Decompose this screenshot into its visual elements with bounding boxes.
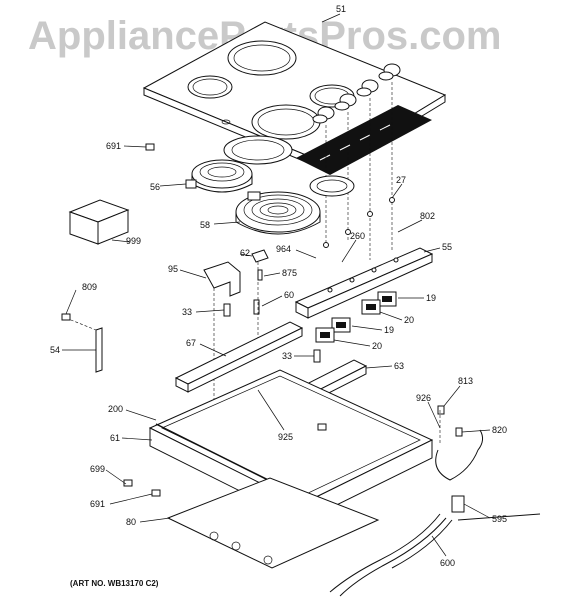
callout-260: 260: [350, 231, 365, 241]
callout-200: 200: [108, 404, 123, 414]
callout-51: 51: [336, 4, 346, 14]
control-panel-strip: [296, 105, 432, 175]
control-knobs: [312, 63, 401, 124]
cooktop-glass-top: [142, 21, 447, 173]
callout-813: 813: [458, 376, 473, 386]
callout-54: 54: [50, 345, 60, 355]
callout-691-bottom: 691: [90, 499, 105, 509]
callout-56: 56: [150, 182, 160, 192]
callout-20-lower: 20: [372, 341, 382, 351]
burner-element-small: [185, 159, 253, 193]
callout-27: 27: [396, 175, 406, 185]
callout-62: 62: [240, 248, 250, 258]
callout-999: 999: [126, 236, 141, 246]
callout-labels: 51 691 56 27 999 58 802 964 260 55 62 95…: [50, 4, 507, 568]
callout-600: 600: [440, 558, 455, 568]
callout-19-lower: 19: [384, 325, 394, 335]
callout-80: 80: [126, 517, 136, 527]
callout-691-top: 691: [106, 141, 121, 151]
callout-20-upper: 20: [404, 315, 414, 325]
callout-699: 699: [90, 464, 105, 474]
callout-95: 95: [168, 264, 178, 274]
callout-964: 964: [276, 244, 291, 254]
mounting-bracket: [203, 249, 269, 440]
control-bracket: [294, 247, 434, 319]
callout-809: 809: [82, 282, 97, 292]
bottom-panel: [166, 477, 380, 569]
callout-60: 60: [284, 290, 294, 300]
callout-61: 61: [110, 433, 120, 443]
side-bracket: [61, 313, 103, 373]
burner-element-large: [235, 191, 321, 235]
callout-33-lower: 33: [282, 351, 292, 361]
callout-63: 63: [394, 361, 404, 371]
knob-shaft-guides: [323, 82, 395, 260]
callout-926: 926: [416, 393, 431, 403]
callout-58: 58: [200, 220, 210, 230]
callout-925: 925: [278, 432, 293, 442]
callout-595: 595: [492, 514, 507, 524]
callout-leaders: [62, 13, 491, 557]
callout-820: 820: [492, 425, 507, 435]
callout-33-upper: 33: [182, 307, 192, 317]
callout-19-upper: 19: [426, 293, 436, 303]
callout-55: 55: [442, 242, 452, 252]
infinite-switches: [315, 291, 397, 343]
callout-875: 875: [282, 268, 297, 278]
callout-802: 802: [420, 211, 435, 221]
burner-element-rear: [223, 135, 355, 197]
art-number: (ART NO. WB13170 C2): [70, 579, 159, 588]
support-rail-front: [174, 321, 304, 393]
parts-box: [68, 199, 130, 245]
callout-67: 67: [186, 338, 196, 348]
